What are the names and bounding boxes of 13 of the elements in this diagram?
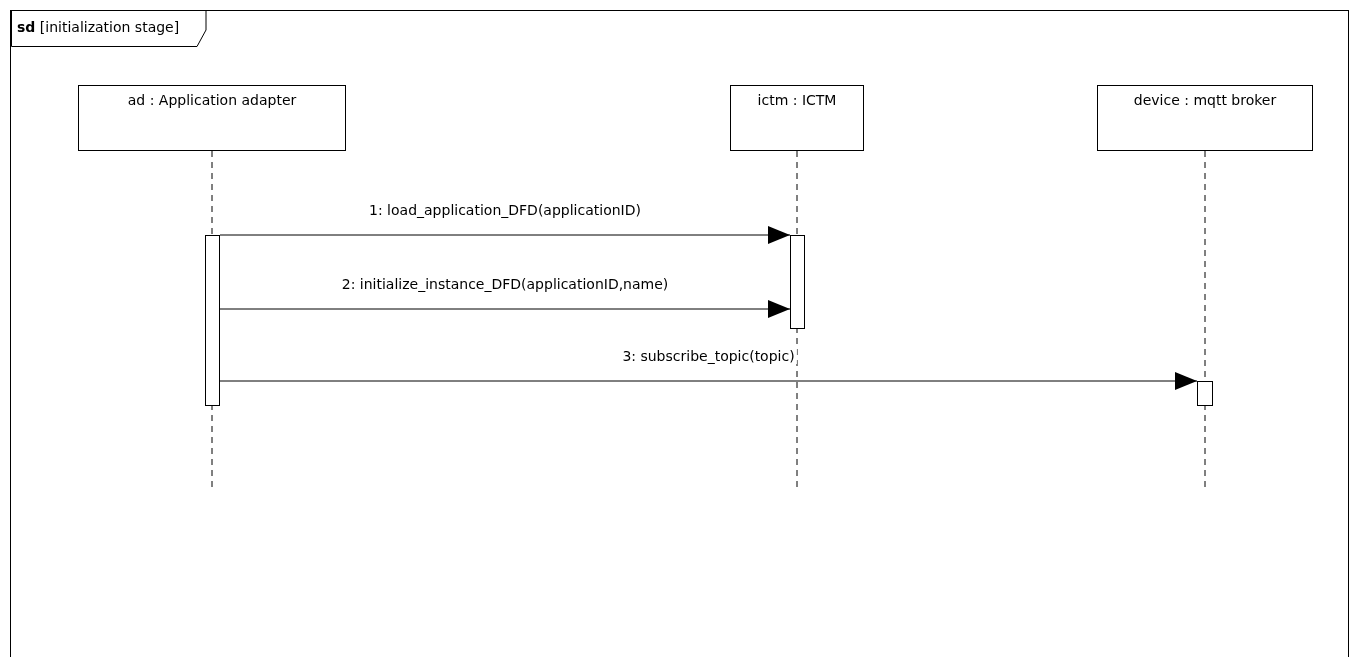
message-label: 3: subscribe_topic(topic) xyxy=(620,348,797,364)
message-arrow xyxy=(219,372,1198,390)
lifeline-head-box: ictm : ICTM xyxy=(730,85,864,151)
sequence-frame xyxy=(10,10,1349,657)
message-label: 1: load_application_DFD(applicationID) xyxy=(367,202,643,218)
activation-bar xyxy=(205,235,220,406)
frame-title: sd [initialization stage] xyxy=(17,19,180,35)
activation-bar xyxy=(790,235,805,329)
lifeline-head-box: device : mqtt broker xyxy=(1097,85,1313,151)
message-arrow xyxy=(219,300,791,318)
lifeline-head-box: ad : Application adapter xyxy=(78,85,346,151)
activation-bar xyxy=(1197,381,1213,406)
message-arrow xyxy=(219,226,791,244)
